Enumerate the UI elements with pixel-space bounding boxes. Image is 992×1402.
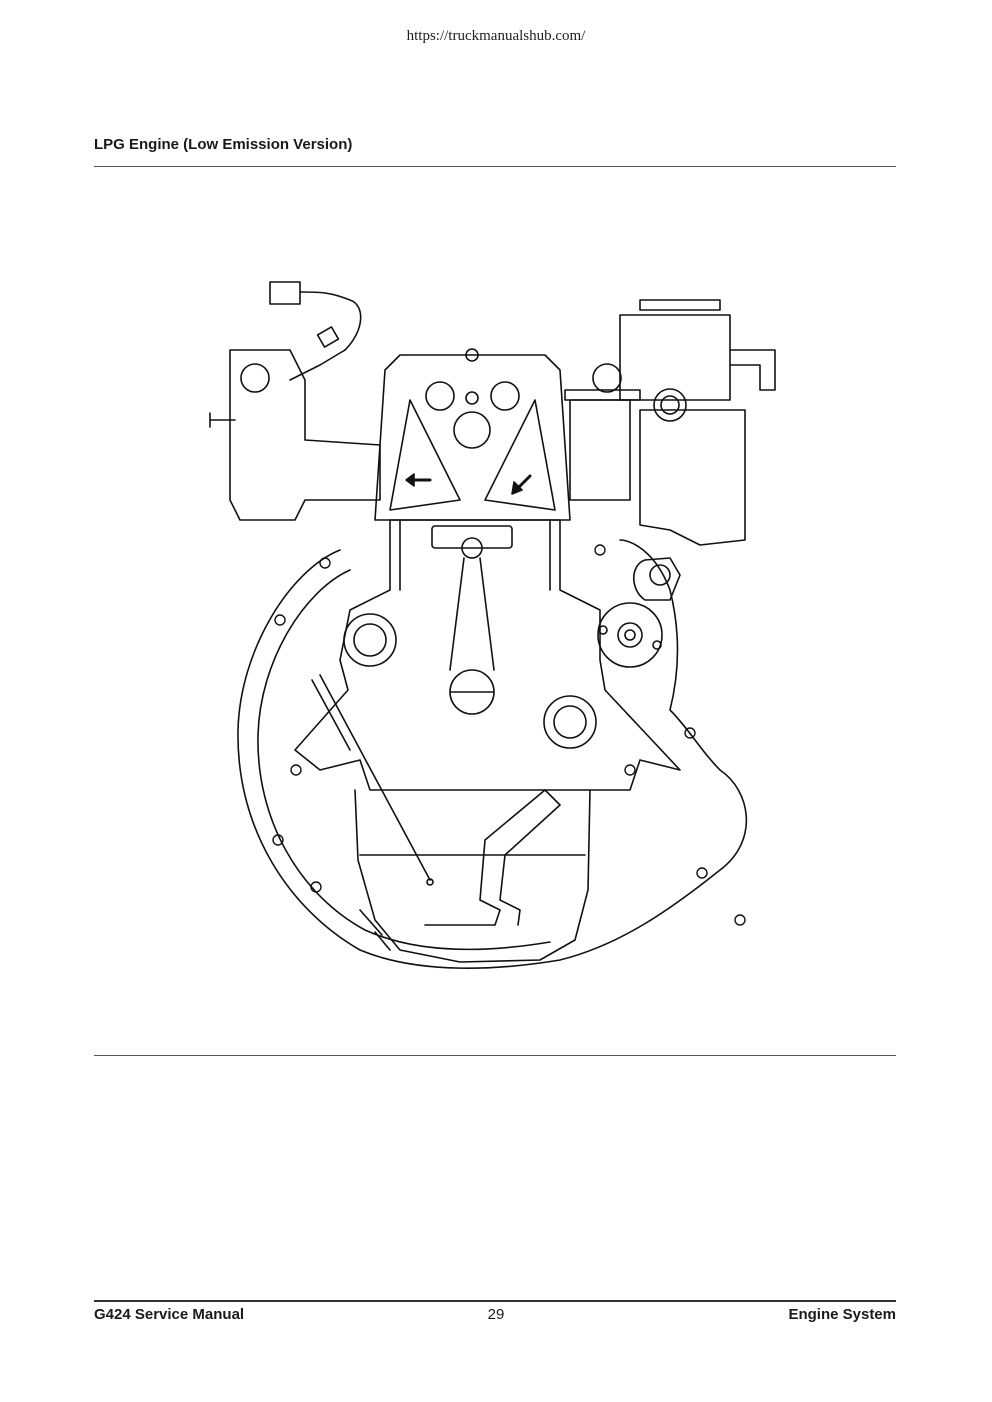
top-divider (94, 166, 896, 167)
source-url[interactable]: https://truckmanualshub.com/ (406, 28, 586, 44)
engine-cross-section-diagram (209, 281, 776, 969)
manual-title: G424 Service Manual (94, 1306, 245, 1323)
page-number: 29 (487, 1306, 505, 1323)
footer-divider (94, 1300, 896, 1302)
chapter-title: Engine System (788, 1306, 896, 1323)
section-title: LPG Engine (Low Emission Version) (94, 136, 353, 153)
bottom-divider (94, 1055, 896, 1056)
